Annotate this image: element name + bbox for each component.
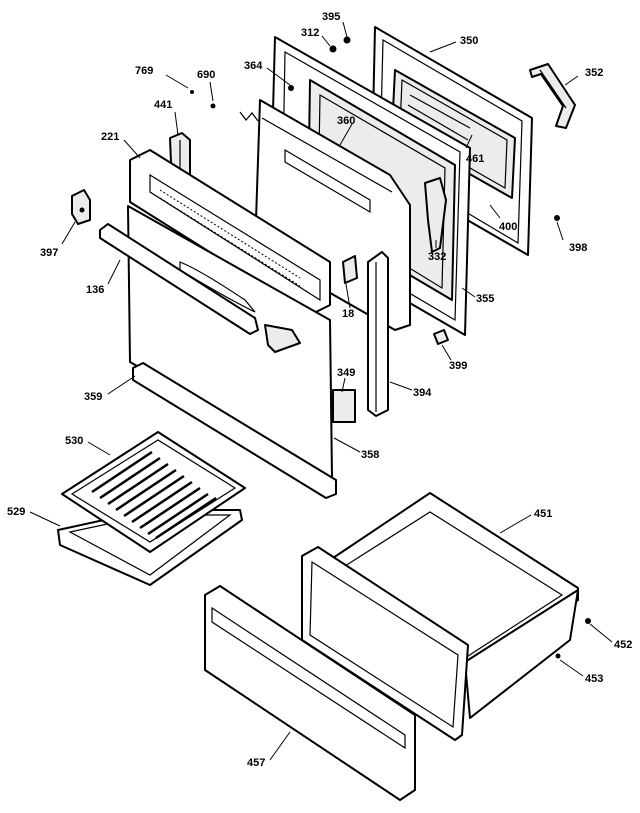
callout-358: 358 — [361, 449, 379, 461]
callout-360: 360 — [337, 115, 355, 127]
callout-394: 394 — [413, 387, 432, 399]
callout-332: 332 — [428, 251, 446, 263]
callout-452: 452 — [614, 639, 632, 651]
callout-labels: 395 312 350 364 769 690 352 441 360 221 … — [7, 11, 632, 769]
callout-453: 453 — [585, 673, 603, 685]
callout-529: 529 — [7, 506, 25, 518]
callout-397: 397 — [40, 247, 58, 259]
callout-349: 349 — [337, 367, 355, 379]
callout-457: 457 — [247, 757, 265, 769]
part-530-broiler-grid — [61, 431, 246, 553]
callout-136: 136 — [86, 284, 104, 296]
callout-461: 461 — [466, 153, 484, 165]
broiler-grid-slots — [91, 450, 217, 540]
callout-312: 312 — [301, 27, 319, 39]
callout-400: 400 — [499, 221, 517, 233]
callout-359: 359 — [84, 391, 102, 403]
callout-769: 769 — [135, 65, 153, 77]
callout-398: 398 — [569, 242, 587, 254]
callout-221: 221 — [101, 131, 119, 143]
callout-18: 18 — [342, 308, 354, 320]
control-panel-vents — [159, 189, 301, 287]
leader-lines — [29, 21, 613, 761]
part-18-side-bracket — [342, 255, 358, 284]
part-394-vertical-rail — [367, 251, 389, 417]
fasteners-upper — [190, 36, 351, 122]
callout-399: 399 — [449, 360, 467, 372]
part-397-bracket — [71, 189, 91, 225]
callout-451: 451 — [534, 508, 552, 520]
part-352-door-handle-end — [529, 63, 576, 129]
part-457-drawer-front — [204, 585, 416, 801]
callout-690: 690 — [197, 69, 215, 81]
part-221-control-panel — [129, 149, 331, 316]
callout-441: 441 — [154, 99, 172, 111]
part-358-outer-door — [99, 205, 356, 499]
callout-530: 530 — [65, 435, 83, 447]
callout-352: 352 — [585, 67, 603, 79]
callout-395: 395 — [322, 11, 340, 23]
callout-350: 350 — [460, 35, 478, 47]
callout-355: 355 — [476, 293, 494, 305]
callout-364: 364 — [244, 60, 263, 72]
